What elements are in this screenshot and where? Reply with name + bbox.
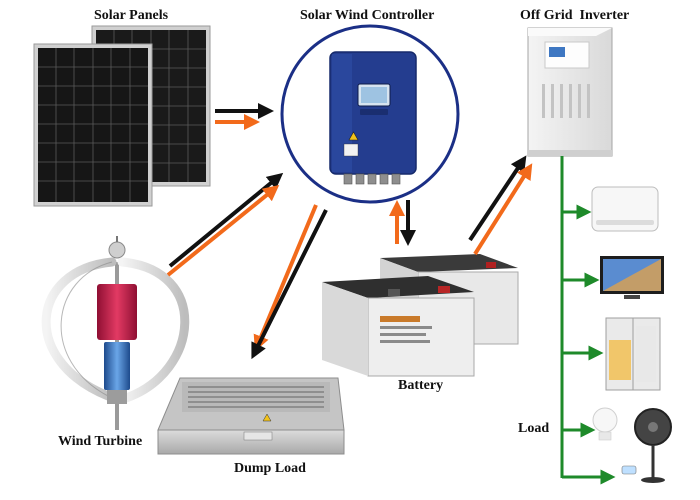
off-grid-inverter-image [527,27,613,157]
turbine-generator-blue [104,342,130,390]
inverter-display [549,47,565,57]
inverter-vents [542,84,590,118]
warning-icon [348,131,359,141]
air-conditioner-icon [591,186,659,232]
dump-load-vents [188,386,324,408]
dump-load-image [157,377,345,455]
label-battery: Battery [398,378,444,393]
arrow-battery-to-inverter [468,155,527,242]
turbine-rotor-red [97,284,137,340]
label-inverter: Off Grid Inverter [520,8,630,23]
solar-wind-controller-image [280,24,460,204]
label-load: Load [518,421,550,436]
battery-positive-terminal [438,286,450,293]
wind-turbine-image [41,236,190,430]
television-icon [600,256,664,299]
load-distribution-lines [560,156,616,485]
turbine-blade-right [117,257,190,403]
label-solar-panels: Solar Panels [94,8,169,23]
solar-panels-image [33,25,211,207]
controller-terminals [343,173,401,185]
arrow-controller-to-dump-orange [253,204,318,352]
solar-panel-front [33,43,153,207]
battery-front [322,276,475,377]
battery-image [322,254,519,377]
light-bulb-icon [592,407,618,441]
arrow-controller-to-dump [251,209,328,360]
remote-control-icon [621,465,637,475]
flow-arrows [166,103,533,360]
arrow-turbine-to-controller-orange [166,184,280,277]
arrow-turbine-to-controller [168,172,284,268]
refrigerator-icon [605,317,661,391]
label-controller: Solar Wind Controller [300,8,435,23]
dump-load-warning-icon [262,413,272,422]
label-dump-load: Dump Load [234,461,306,476]
arrow-battery-to-inverter-orange [473,163,533,256]
electric-fan-icon [634,408,672,483]
turbine-blade-left [41,257,117,401]
label-wind-turbine: Wind Turbine [58,434,143,449]
